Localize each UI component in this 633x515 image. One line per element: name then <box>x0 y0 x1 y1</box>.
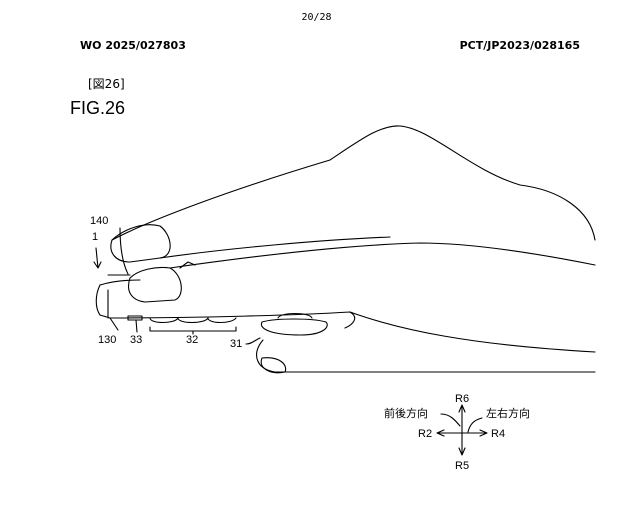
hand-drawing <box>93 125 596 374</box>
direction-r5: R5 <box>455 460 469 472</box>
label-33: 33 <box>130 334 142 346</box>
vertical-arrow <box>458 404 466 456</box>
front-back-direction: 前後方向 <box>384 406 428 420</box>
label-140: 140 <box>90 215 108 227</box>
figure-tag: [図26] <box>88 77 125 91</box>
left-right-direction: 左右方向 <box>486 406 530 420</box>
direction-r6: R6 <box>455 393 469 405</box>
direction-legend: R6 R5 R2 R4 前後方向 左右方向 <box>384 393 530 472</box>
horizontal-arrow <box>436 429 488 437</box>
page-number: 20/28 <box>301 12 332 23</box>
label-32: 32 <box>186 334 198 346</box>
application-number: PCT/JP2023/028165 <box>459 39 580 52</box>
direction-r2: R2 <box>418 428 432 440</box>
label-130: 130 <box>98 334 116 346</box>
direction-r4: R4 <box>491 428 505 440</box>
publication-number: WO 2025/027803 <box>80 39 186 52</box>
label-1: 1 <box>92 231 98 243</box>
figure-label: FIG.26 <box>70 98 126 118</box>
label-31: 31 <box>230 338 242 350</box>
